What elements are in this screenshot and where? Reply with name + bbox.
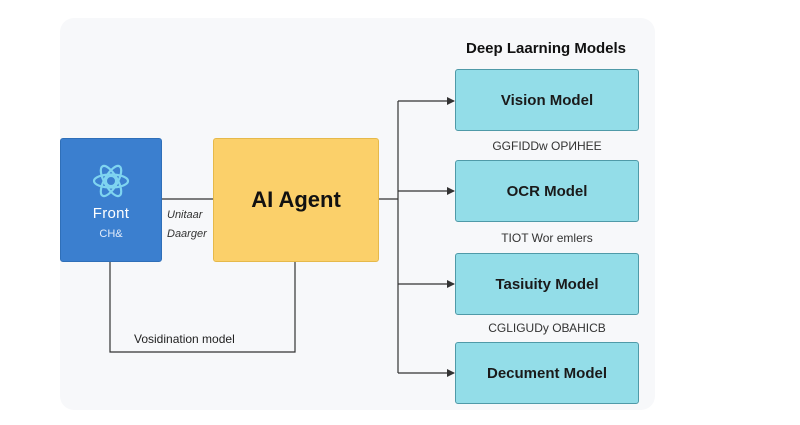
ai-agent-label: AI Agent — [251, 187, 341, 212]
model-caption-2: TIOT Wor emlers — [501, 231, 593, 245]
model-caption-3: CGLIGUDy ОВАНІСВ — [488, 321, 606, 335]
react-atom-icon — [92, 164, 130, 197]
model-caption-1: GGFIDDw ОРИНЕЕ — [492, 139, 602, 153]
front-title: Front — [92, 204, 130, 222]
front-node: Front CH& — [60, 138, 162, 262]
document-model-label: Decument Model — [486, 364, 607, 382]
models-title: Deep Laarning Models — [466, 40, 627, 57]
document-model-node: Decument Model — [455, 342, 639, 404]
third-model-label: Tasiuity Model — [495, 275, 599, 293]
feedback-loop-connector — [109, 262, 296, 353]
ocr-model-node: OCR Model — [455, 160, 639, 222]
vision-model-node: Vision Model — [455, 69, 639, 131]
third-model-node: Tasiuity Model — [455, 253, 639, 315]
vision-model-label: Vision Model — [500, 91, 594, 109]
ai-agent-node: AI Agent — [213, 138, 379, 262]
feedback-loop-label: Vosidination model — [134, 332, 235, 346]
link-label-bottom: Daarger — [167, 228, 207, 240]
front-subtitle: CH& — [99, 227, 123, 240]
link-label-top: Unitaar — [167, 209, 203, 221]
ocr-model-label: OCR Model — [506, 182, 588, 200]
